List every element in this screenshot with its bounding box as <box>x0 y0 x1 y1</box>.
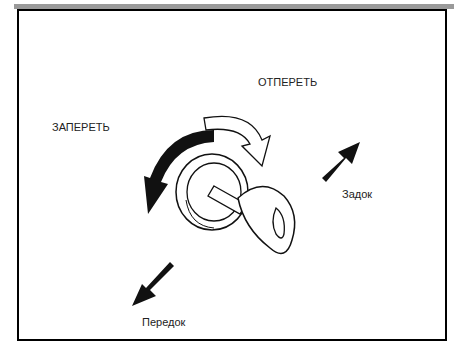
frame-top-bar <box>14 4 454 9</box>
front-arrow <box>132 262 174 306</box>
lock-shade <box>186 200 214 228</box>
front-label: Передок <box>142 316 185 328</box>
rear-label: Задок <box>342 188 372 200</box>
lock-label: ЗАПЕРЕТЬ <box>52 121 110 133</box>
key-bow <box>238 186 295 253</box>
lock-ring <box>176 154 248 230</box>
rear-arrow <box>322 142 360 182</box>
key-hole <box>273 208 284 238</box>
frame <box>18 10 446 340</box>
unlock-label: ОТПЕРЕТЬ <box>258 76 317 88</box>
